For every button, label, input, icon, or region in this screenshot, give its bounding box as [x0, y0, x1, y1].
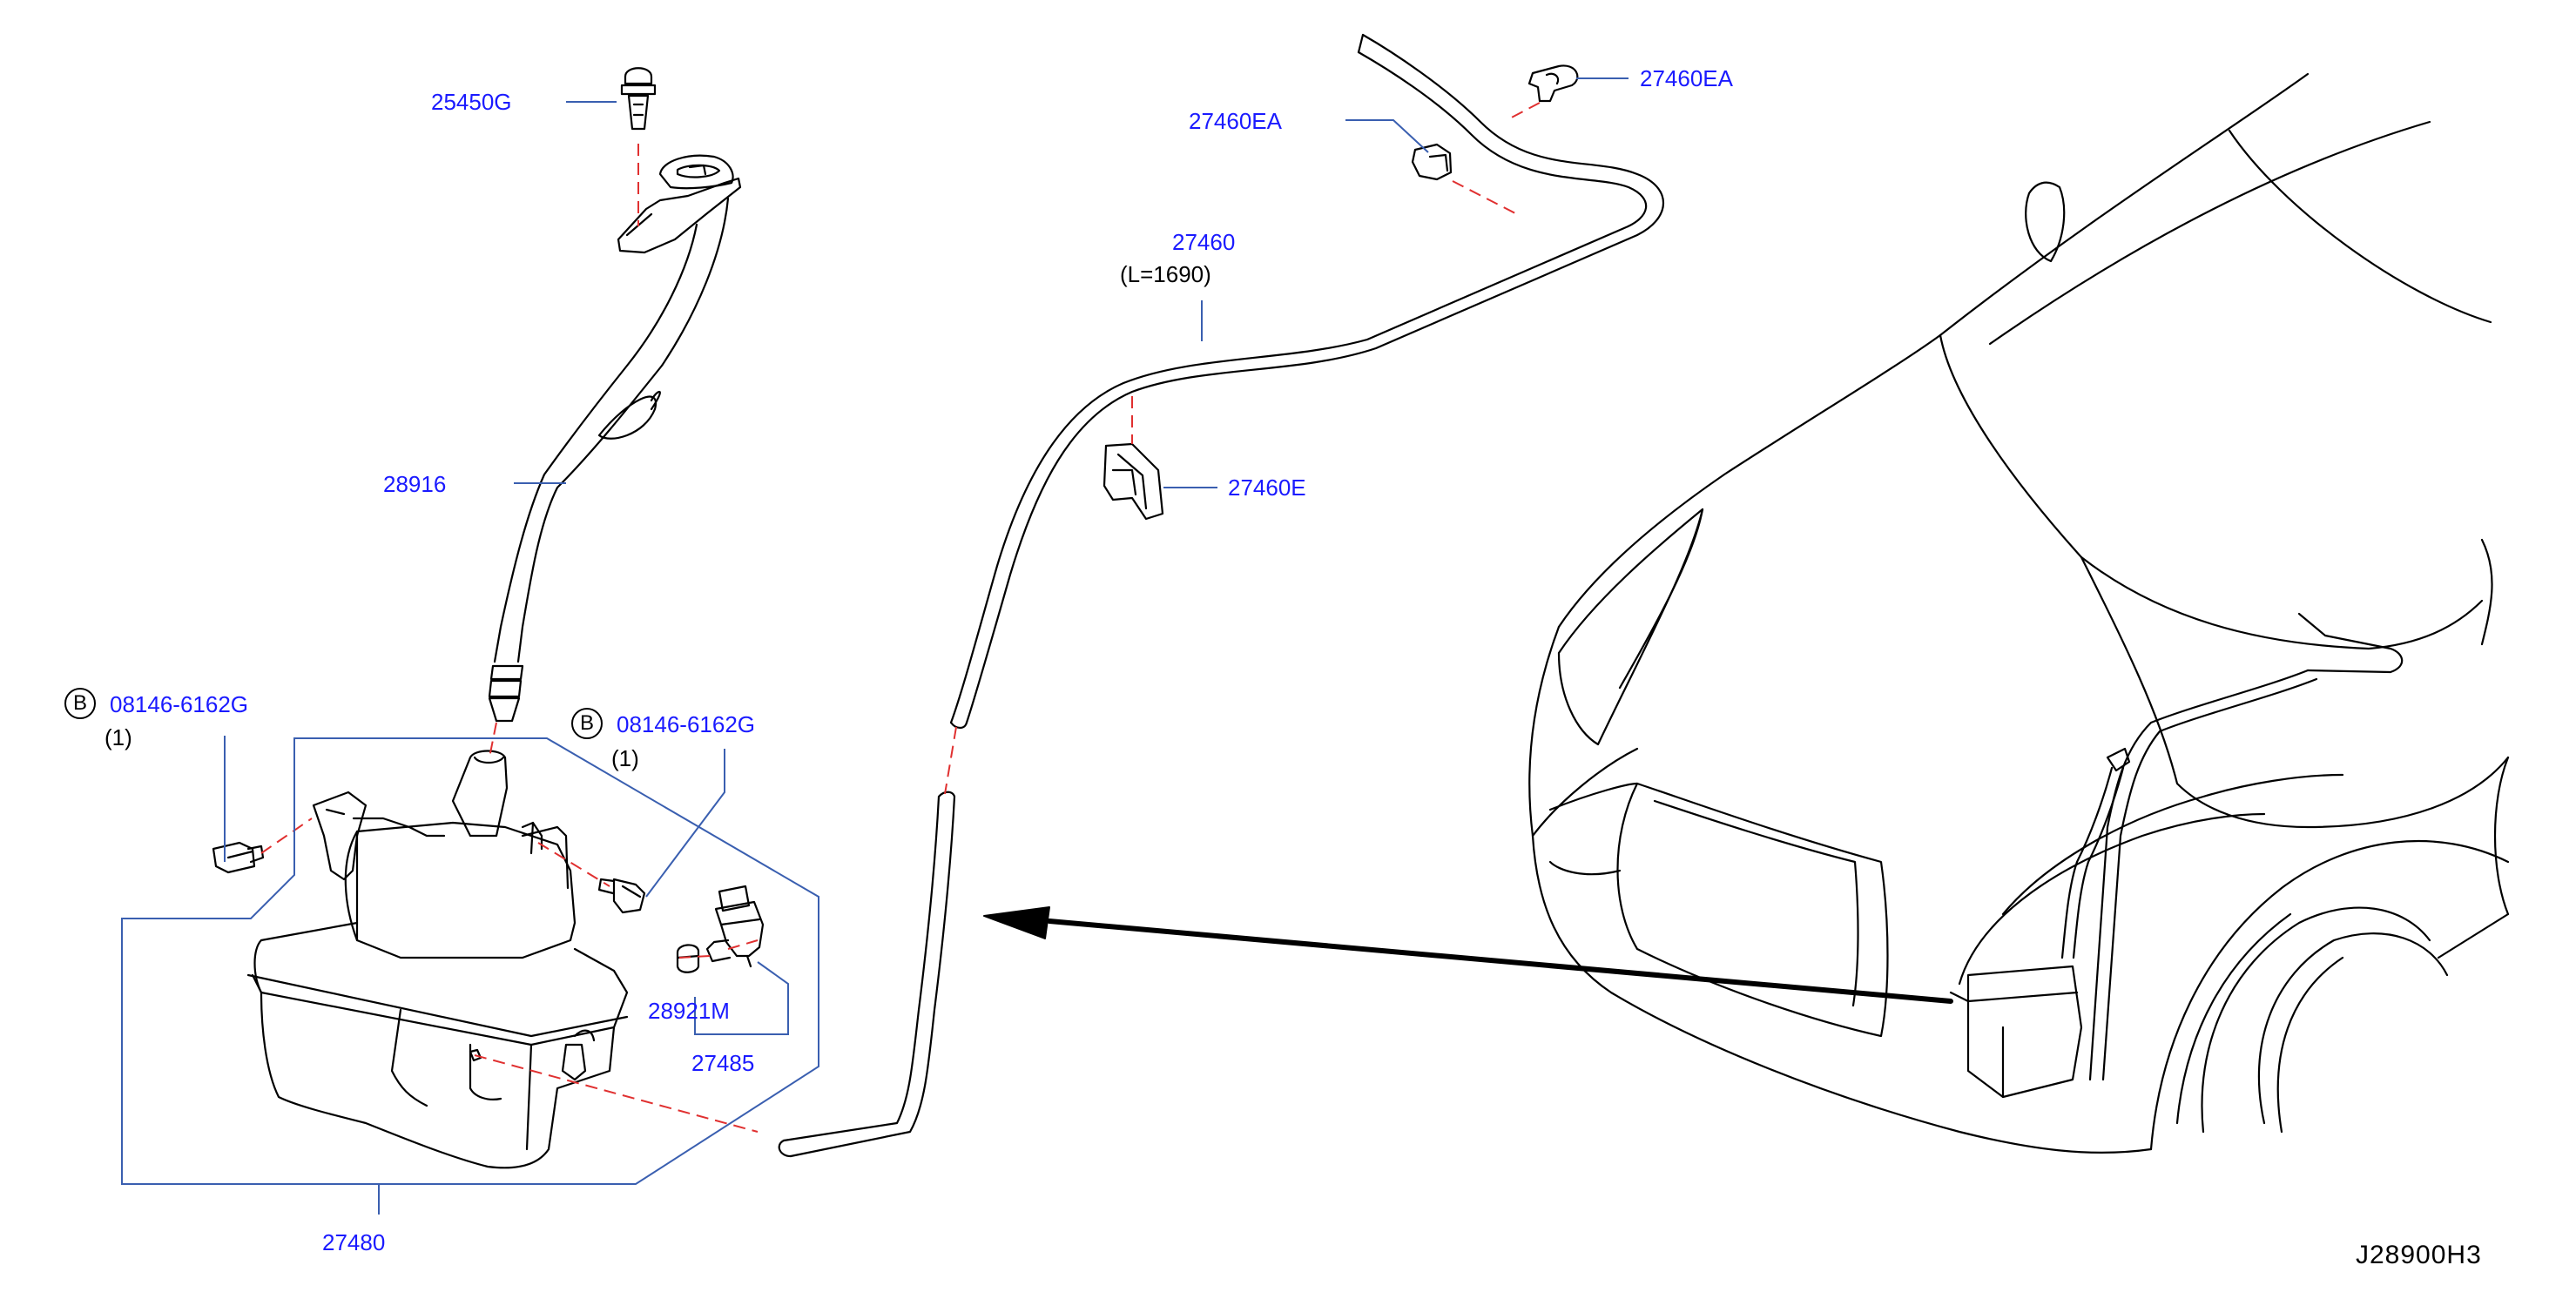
label-bolt-right: 08146-6162G: [617, 711, 756, 737]
assembly-guide-lines: [260, 102, 1541, 1133]
label-hose-length: (L=1690): [1120, 261, 1211, 287]
label-27485: 27485: [691, 1050, 755, 1076]
label-28921m: 28921M: [648, 998, 730, 1024]
clip-27460ea-top: [1527, 64, 1579, 103]
bolt-symbol-right: B: [571, 708, 603, 739]
washer-pump-27485: [705, 885, 765, 968]
bolt-right: [597, 878, 646, 914]
washer-hose-27460: [778, 33, 1665, 1158]
diagram-id: J28900H3: [2356, 1241, 2482, 1269]
leader-lines: [121, 77, 1629, 1215]
clip-27460ea-left: [1411, 143, 1453, 181]
filler-neck-28916: [488, 154, 742, 723]
label-27460e: 27460E: [1228, 474, 1306, 501]
clip-27460e: [1103, 442, 1164, 521]
label-27460ea-left: 27460EA: [1189, 108, 1282, 134]
vehicle-front-illustration: [983, 72, 2510, 1154]
label-27480: 27480: [322, 1229, 386, 1255]
label-bolt-left: 08146-6162G: [110, 691, 249, 717]
clip-25450g: [620, 67, 657, 131]
label-25450g: 25450G: [431, 89, 512, 115]
washer-tank-27480: [246, 750, 629, 1169]
grommet-28921m: [676, 944, 700, 973]
label-28916: 28916: [383, 471, 447, 497]
label-27460: 27460: [1172, 229, 1236, 255]
bolt-left: [212, 841, 265, 874]
label-27460ea-top: 27460EA: [1640, 65, 1733, 91]
label-bolt-right-qty: (1): [611, 745, 639, 771]
bolt-symbol-left: B: [64, 688, 96, 719]
label-bolt-left-qty: (1): [105, 724, 132, 750]
